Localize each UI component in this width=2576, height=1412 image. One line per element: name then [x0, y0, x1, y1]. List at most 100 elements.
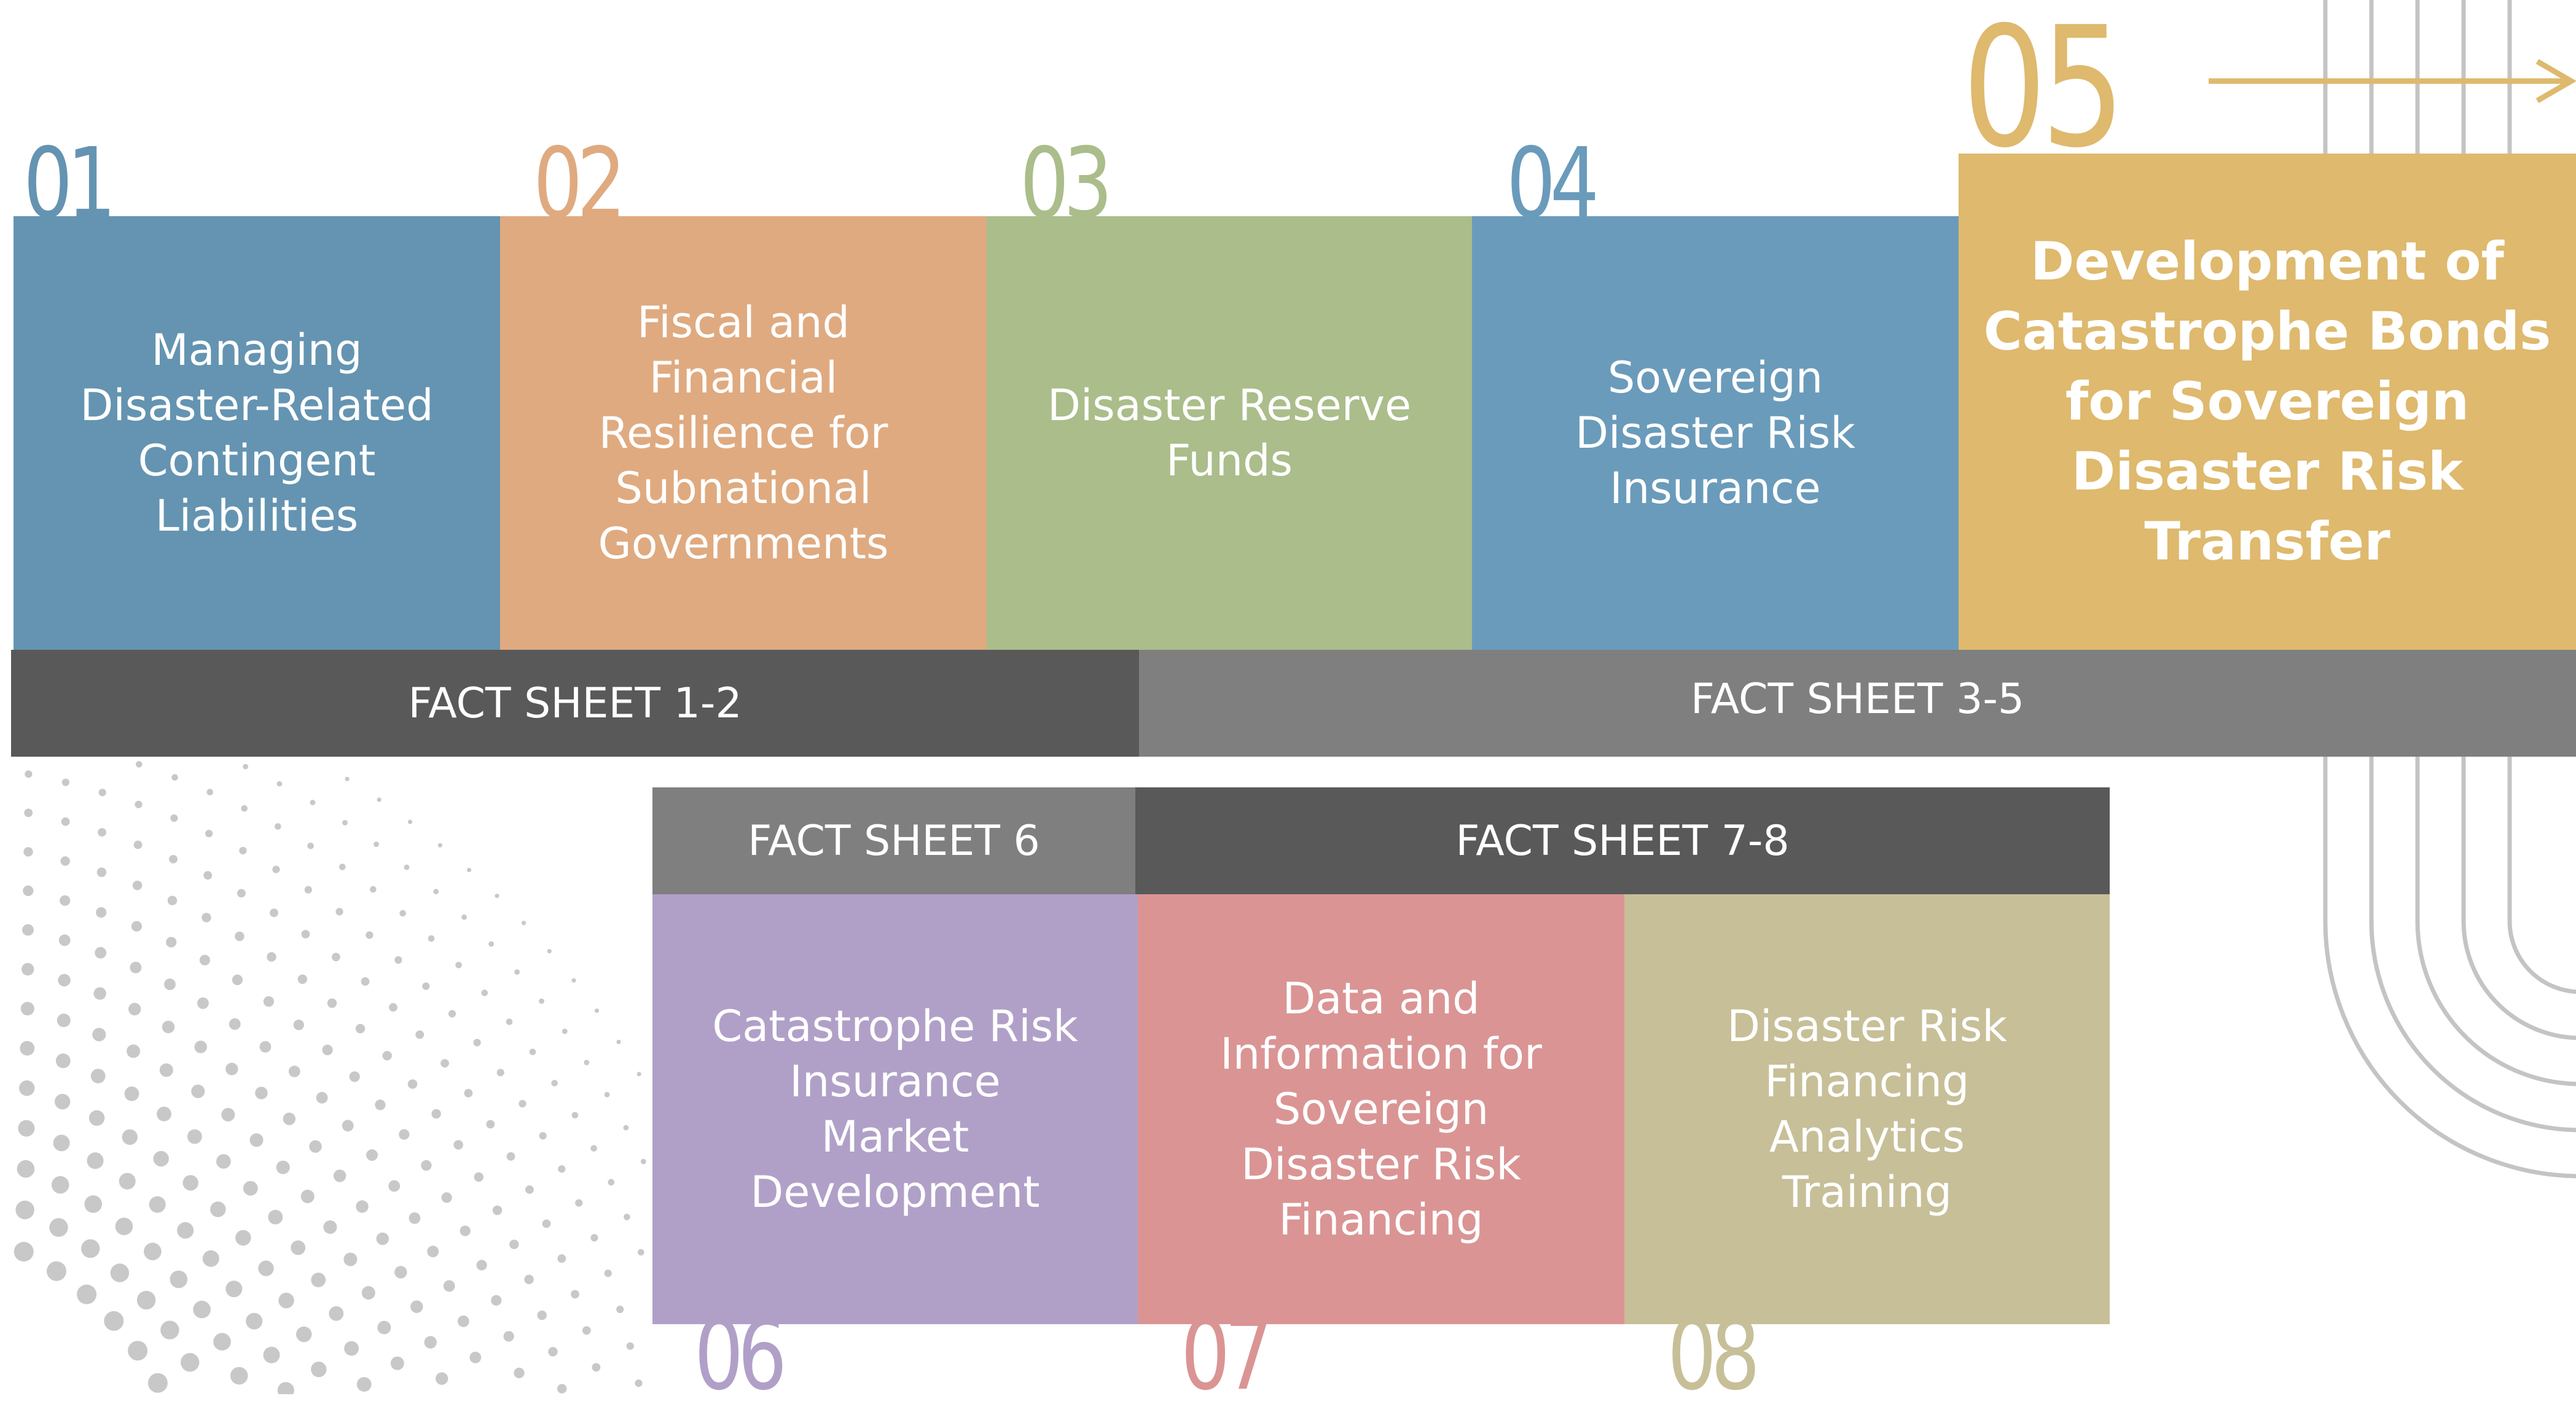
decorative-dot — [171, 774, 178, 781]
decorative-dot — [127, 1044, 141, 1058]
step-number-06: 06 — [694, 1299, 787, 1412]
decorative-dot — [571, 1290, 579, 1299]
decorative-dot — [203, 871, 213, 880]
decorative-dot — [332, 953, 340, 962]
decorative-dot — [51, 1176, 69, 1194]
decorative-dot — [110, 1263, 130, 1282]
decorative-dot — [316, 1091, 328, 1104]
decorative-dot — [87, 1152, 104, 1169]
decorative-dot — [136, 761, 143, 768]
decorative-dot — [558, 1165, 566, 1173]
decorative-dot — [235, 1230, 251, 1246]
decorative-dot — [205, 830, 213, 838]
decorative-dot — [437, 843, 443, 848]
decorative-dot — [259, 1041, 272, 1053]
fact-sheet-bar-3-5: FACT SHEET 3-5 — [1139, 650, 2576, 757]
decorative-dot — [136, 1290, 156, 1310]
decorative-dot — [166, 937, 177, 948]
decorative-dot — [537, 1310, 547, 1320]
topic-box-08: Disaster Risk Financing Analytics Traini… — [1624, 894, 2110, 1324]
decorative-dot — [19, 1080, 35, 1096]
decorative-dot — [355, 1024, 366, 1034]
decorative-dot — [399, 910, 406, 917]
decorative-dot — [60, 895, 71, 906]
decorative-dot — [197, 997, 209, 1009]
decorative-dot — [590, 1234, 598, 1242]
decorative-curve-line — [2369, 0, 2576, 1133]
decorative-dot — [25, 770, 33, 778]
decorative-dot — [344, 1341, 359, 1356]
decorative-dot — [623, 1125, 629, 1131]
decorative-dot — [229, 1018, 241, 1030]
decorative-dot — [626, 1342, 634, 1350]
decorative-dot — [57, 1013, 71, 1028]
decorative-dot — [263, 1346, 280, 1363]
decorative-dot — [309, 1140, 322, 1153]
decorative-dot — [131, 921, 142, 932]
decorative-dot — [53, 1134, 70, 1152]
decorative-dot — [135, 800, 143, 808]
decorative-curve-line — [2415, 0, 2576, 1086]
decorative-dot — [422, 982, 430, 990]
decorative-dot — [486, 1120, 495, 1129]
decorative-dot — [162, 1020, 175, 1034]
decorative-dot — [421, 1160, 432, 1171]
decorative-dot — [370, 886, 377, 893]
decorative-dot — [542, 1219, 551, 1228]
decorative-dot — [210, 1201, 226, 1217]
decorative-dot — [221, 1107, 235, 1121]
decorative-dot — [160, 1320, 179, 1340]
decorative-dot — [170, 1270, 188, 1289]
decorative-dot — [81, 1239, 100, 1258]
decorative-dot — [243, 1180, 258, 1196]
decorative-dot — [167, 895, 178, 905]
decorative-dot — [388, 1180, 401, 1192]
decorative-dot — [604, 1270, 612, 1277]
decorative-dot — [433, 889, 439, 895]
topic-label-04: Sovereign Disaster Risk Insurance — [1575, 353, 1855, 513]
decorative-dot — [640, 1158, 646, 1164]
decorative-dot — [440, 1059, 449, 1068]
decorative-dot — [22, 962, 34, 976]
decorative-dot — [467, 867, 472, 873]
decorative-dot — [342, 820, 348, 825]
decorative-dot — [225, 1281, 243, 1298]
decorative-dot — [394, 956, 402, 964]
decorative-dot — [399, 1129, 410, 1140]
decorative-dot — [356, 1377, 372, 1392]
decorative-dot — [488, 941, 494, 947]
decorative-dot — [608, 1179, 615, 1186]
decorative-dot — [311, 1273, 326, 1287]
topic-label-08: Disaster Risk Financing Analytics Traini… — [1727, 1001, 2007, 1217]
step-number-04: 04 — [1506, 127, 1599, 240]
decorative-dot — [88, 1110, 105, 1126]
decorative-dot — [130, 961, 142, 973]
decorative-dot — [635, 1379, 643, 1387]
decorative-dot — [77, 1284, 97, 1305]
decorative-dot — [335, 908, 343, 916]
decorative-dot — [366, 1149, 378, 1161]
decorative-dot — [147, 1373, 168, 1393]
decorative-dot — [409, 1212, 421, 1224]
decorative-dot — [539, 1132, 547, 1140]
decorative-dot — [93, 987, 106, 1000]
decorative-dot — [311, 1361, 327, 1378]
topic-box-03: Disaster Reserve Funds — [987, 216, 1472, 650]
decorative-dot — [304, 886, 312, 894]
decorative-dot — [431, 1109, 441, 1119]
decorative-dot — [329, 1306, 344, 1321]
decorative-dot — [58, 973, 71, 987]
decorative-dot — [584, 1059, 590, 1066]
decorative-dot — [582, 1326, 591, 1335]
decorative-dot — [149, 1196, 166, 1213]
decorative-dot — [206, 789, 214, 795]
topic-label-02: Fiscal and Financial Resilience for Subn… — [598, 297, 889, 569]
decorative-dot — [283, 1112, 296, 1125]
decorative-dot — [327, 998, 337, 1008]
decorative-dot — [61, 778, 69, 786]
decorative-dot — [557, 1254, 566, 1263]
decorative-dot — [258, 1260, 274, 1276]
topic-box-01: Managing Disaster-Related Contingent Lia… — [14, 216, 500, 650]
decorative-dot — [263, 996, 274, 1007]
decorative-dot — [288, 1066, 300, 1077]
